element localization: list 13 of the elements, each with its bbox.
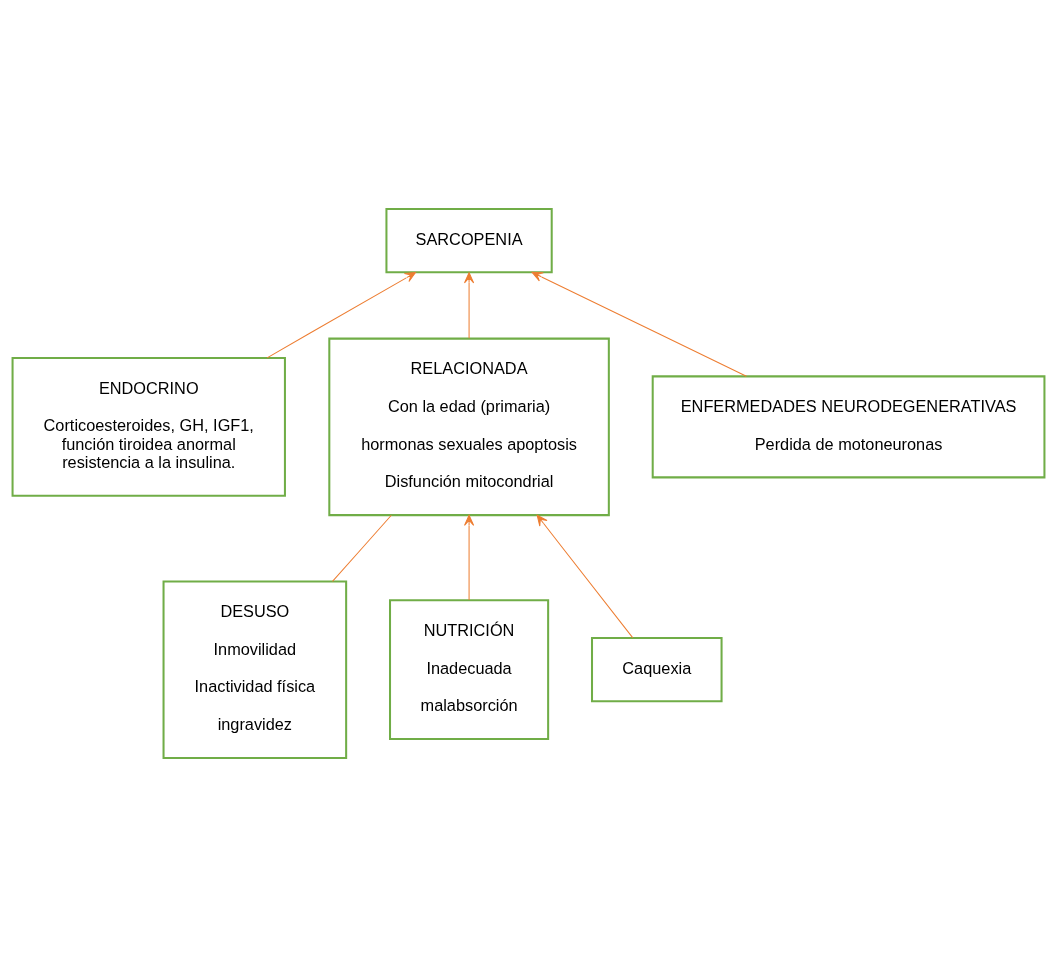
node-box: RELACIONADA Con la edad (primaria) hormonas sexuales apoptosis Disfunción mitocondrial <box>328 337 610 516</box>
node-box: ENFERMEDADES NEURODEGENERATIVAS Perdida de motoneuronas <box>651 374 1046 478</box>
arrow <box>464 514 475 600</box>
connector <box>332 514 392 582</box>
node-box: Caquexia <box>591 636 723 702</box>
arrow <box>464 271 475 339</box>
arrow <box>536 514 634 638</box>
arrow <box>531 271 747 377</box>
node-box: SARCOPENIA <box>385 207 553 273</box>
arrow <box>266 271 417 358</box>
node-box: DESUSO Inmovilidad Inactividad física ingravidez <box>162 579 348 759</box>
node-box: ENDOCRINO Corticoesteroides, GH, IGF1, función tiroidea anormal resistencia a la insulina. <box>11 356 286 497</box>
node-box: NUTRICIÓN Inadecuada malabsorción <box>389 598 550 740</box>
